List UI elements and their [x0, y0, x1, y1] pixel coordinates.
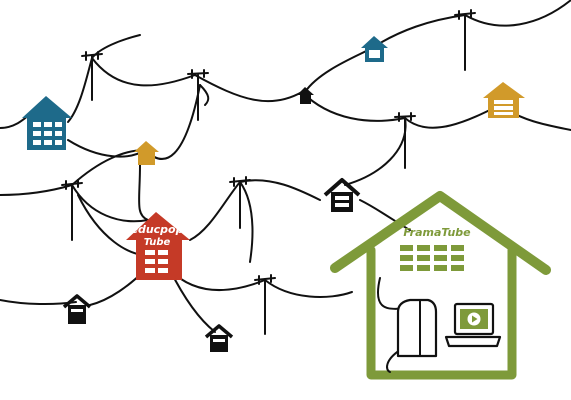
framatube-label: FramaTube	[403, 226, 471, 239]
house-orange-right	[483, 82, 525, 118]
house-framatube: FramaTube	[330, 191, 551, 380]
laptop-icon	[444, 302, 502, 348]
play-icon	[467, 312, 481, 326]
network-wires	[0, 0, 571, 333]
educpop-label-line2: Tube	[144, 237, 171, 248]
framatube-windows	[400, 245, 464, 271]
house-black-tiny-top	[297, 87, 314, 104]
house-blue-large	[22, 96, 72, 150]
house-orange-small	[134, 141, 159, 165]
educpop-label-line1: educpop	[131, 223, 184, 236]
pole-7	[254, 274, 276, 335]
pole-5	[61, 179, 83, 241]
server-tower-icon	[396, 298, 438, 358]
pole-4	[454, 9, 476, 71]
house-blue-small	[361, 36, 388, 62]
house-educpop-tube: educpop Tube	[126, 212, 190, 280]
house-black-bottom-left	[62, 294, 92, 324]
house-black-outline-middle	[323, 178, 361, 212]
utility-poles	[61, 9, 476, 335]
pole-1	[81, 51, 103, 101]
pole-6	[229, 176, 251, 229]
pole-3	[394, 112, 416, 169]
pole-2	[187, 69, 209, 121]
house-black-bottom-middle	[204, 324, 234, 352]
